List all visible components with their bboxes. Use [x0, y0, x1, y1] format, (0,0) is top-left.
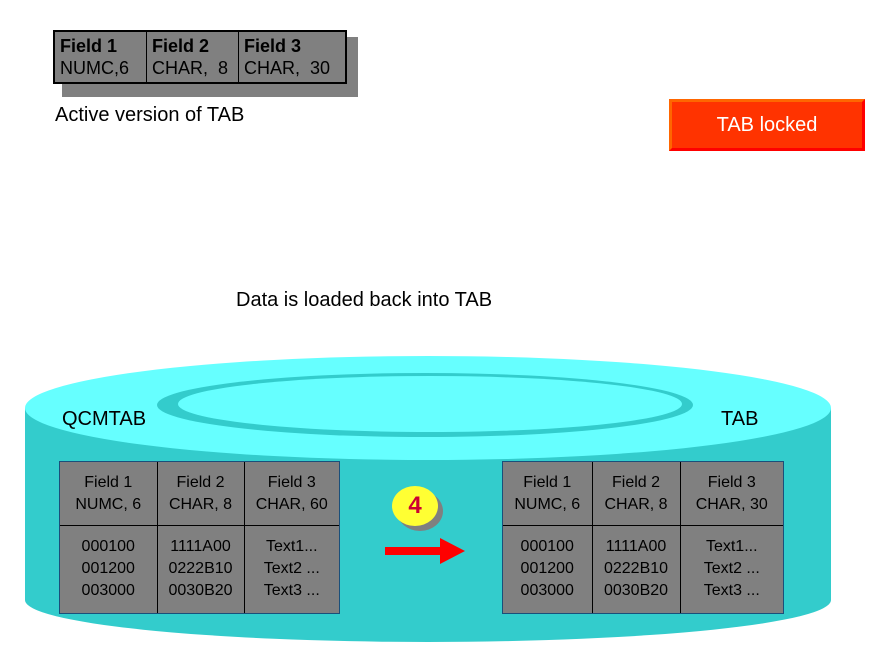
active-version-table: Field 1 NUMC,6 Field 2 CHAR, 8 Field 3 C…	[53, 30, 347, 84]
cylinder-ring-inner	[178, 376, 682, 432]
column-name: Field 2	[152, 36, 210, 56]
status-badge: TAB locked	[669, 99, 865, 151]
column-type: NUMC,6	[60, 58, 130, 78]
column-name: Field 1	[60, 36, 118, 56]
data-cell: Text1...Text2 ...Text3 ...	[243, 525, 339, 613]
column-type: CHAR, 8	[152, 58, 229, 78]
right-arrow-icon	[385, 538, 465, 564]
column-type: CHAR, 30	[244, 58, 331, 78]
data-cell: Text1...Text2 ...Text3 ...	[679, 525, 783, 613]
column-name: Field 3	[244, 36, 302, 56]
active-column-2: Field 2 CHAR, 8	[147, 32, 239, 82]
active-column-3: Field 3 CHAR, 30	[239, 32, 345, 82]
active-column-1: Field 1 NUMC,6	[55, 32, 147, 82]
target-table-label: TAB	[721, 408, 759, 430]
step-caption: Data is loaded back into TAB	[236, 289, 493, 311]
active-version-caption: Active version of TAB	[55, 104, 245, 126]
step-number-badge: 4	[392, 486, 438, 526]
source-table-label: QCMTAB	[62, 408, 147, 430]
